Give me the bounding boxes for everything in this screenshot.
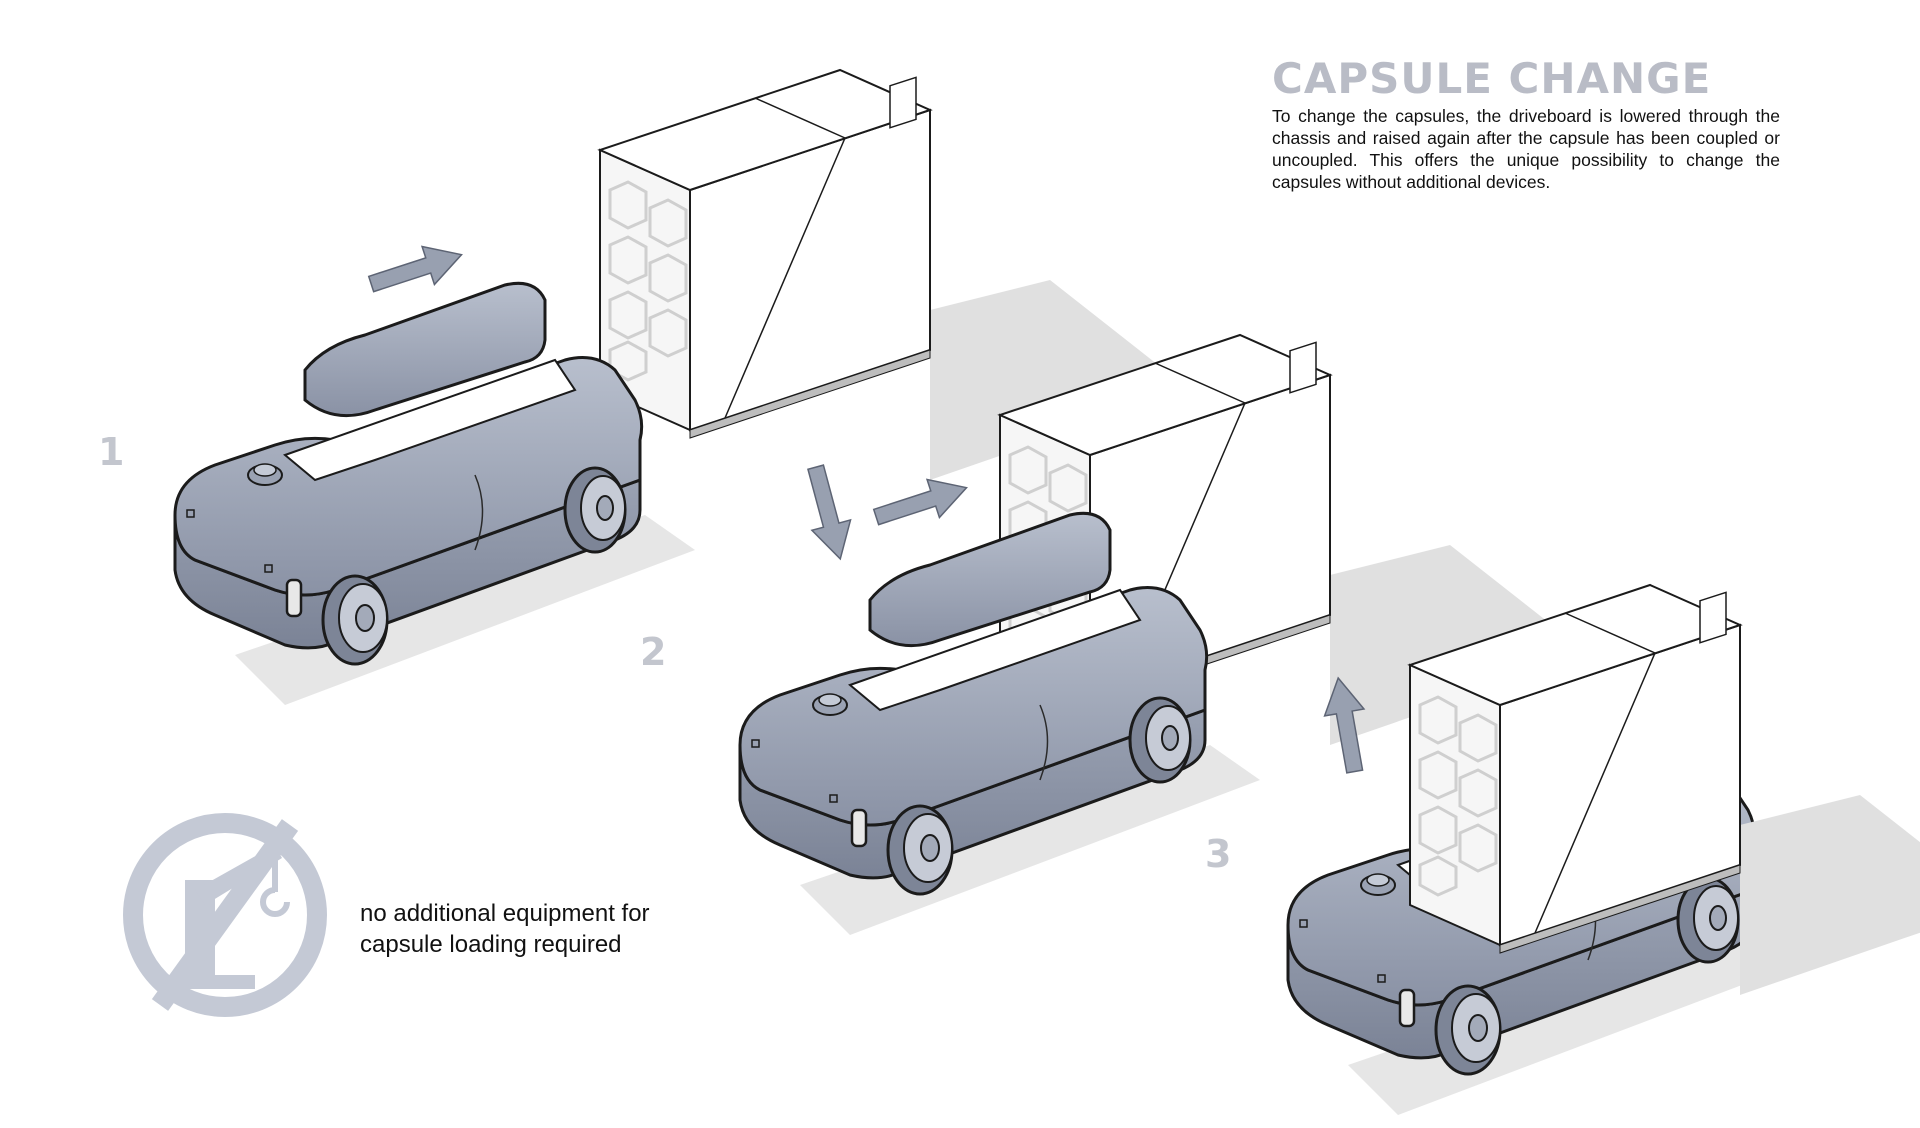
step-2-label: 2 <box>640 630 667 674</box>
step-2-arrow-right <box>869 467 974 537</box>
no-equipment-note: no additional equipment for capsule load… <box>360 898 670 960</box>
step-3-label: 3 <box>1205 832 1232 876</box>
note-line-2: capsule loading required <box>360 931 622 958</box>
step-1-label: 1 <box>98 430 125 474</box>
description-text: To change the capsules, the driveboard i… <box>1272 106 1780 192</box>
step-1-arrow-right <box>364 234 469 304</box>
page-title: CAPSULE CHANGE <box>1272 54 1712 103</box>
no-crane-icon <box>123 813 327 1017</box>
step-2-arrow-down <box>795 461 861 565</box>
note-line-1: no additional equipment for <box>360 900 650 927</box>
